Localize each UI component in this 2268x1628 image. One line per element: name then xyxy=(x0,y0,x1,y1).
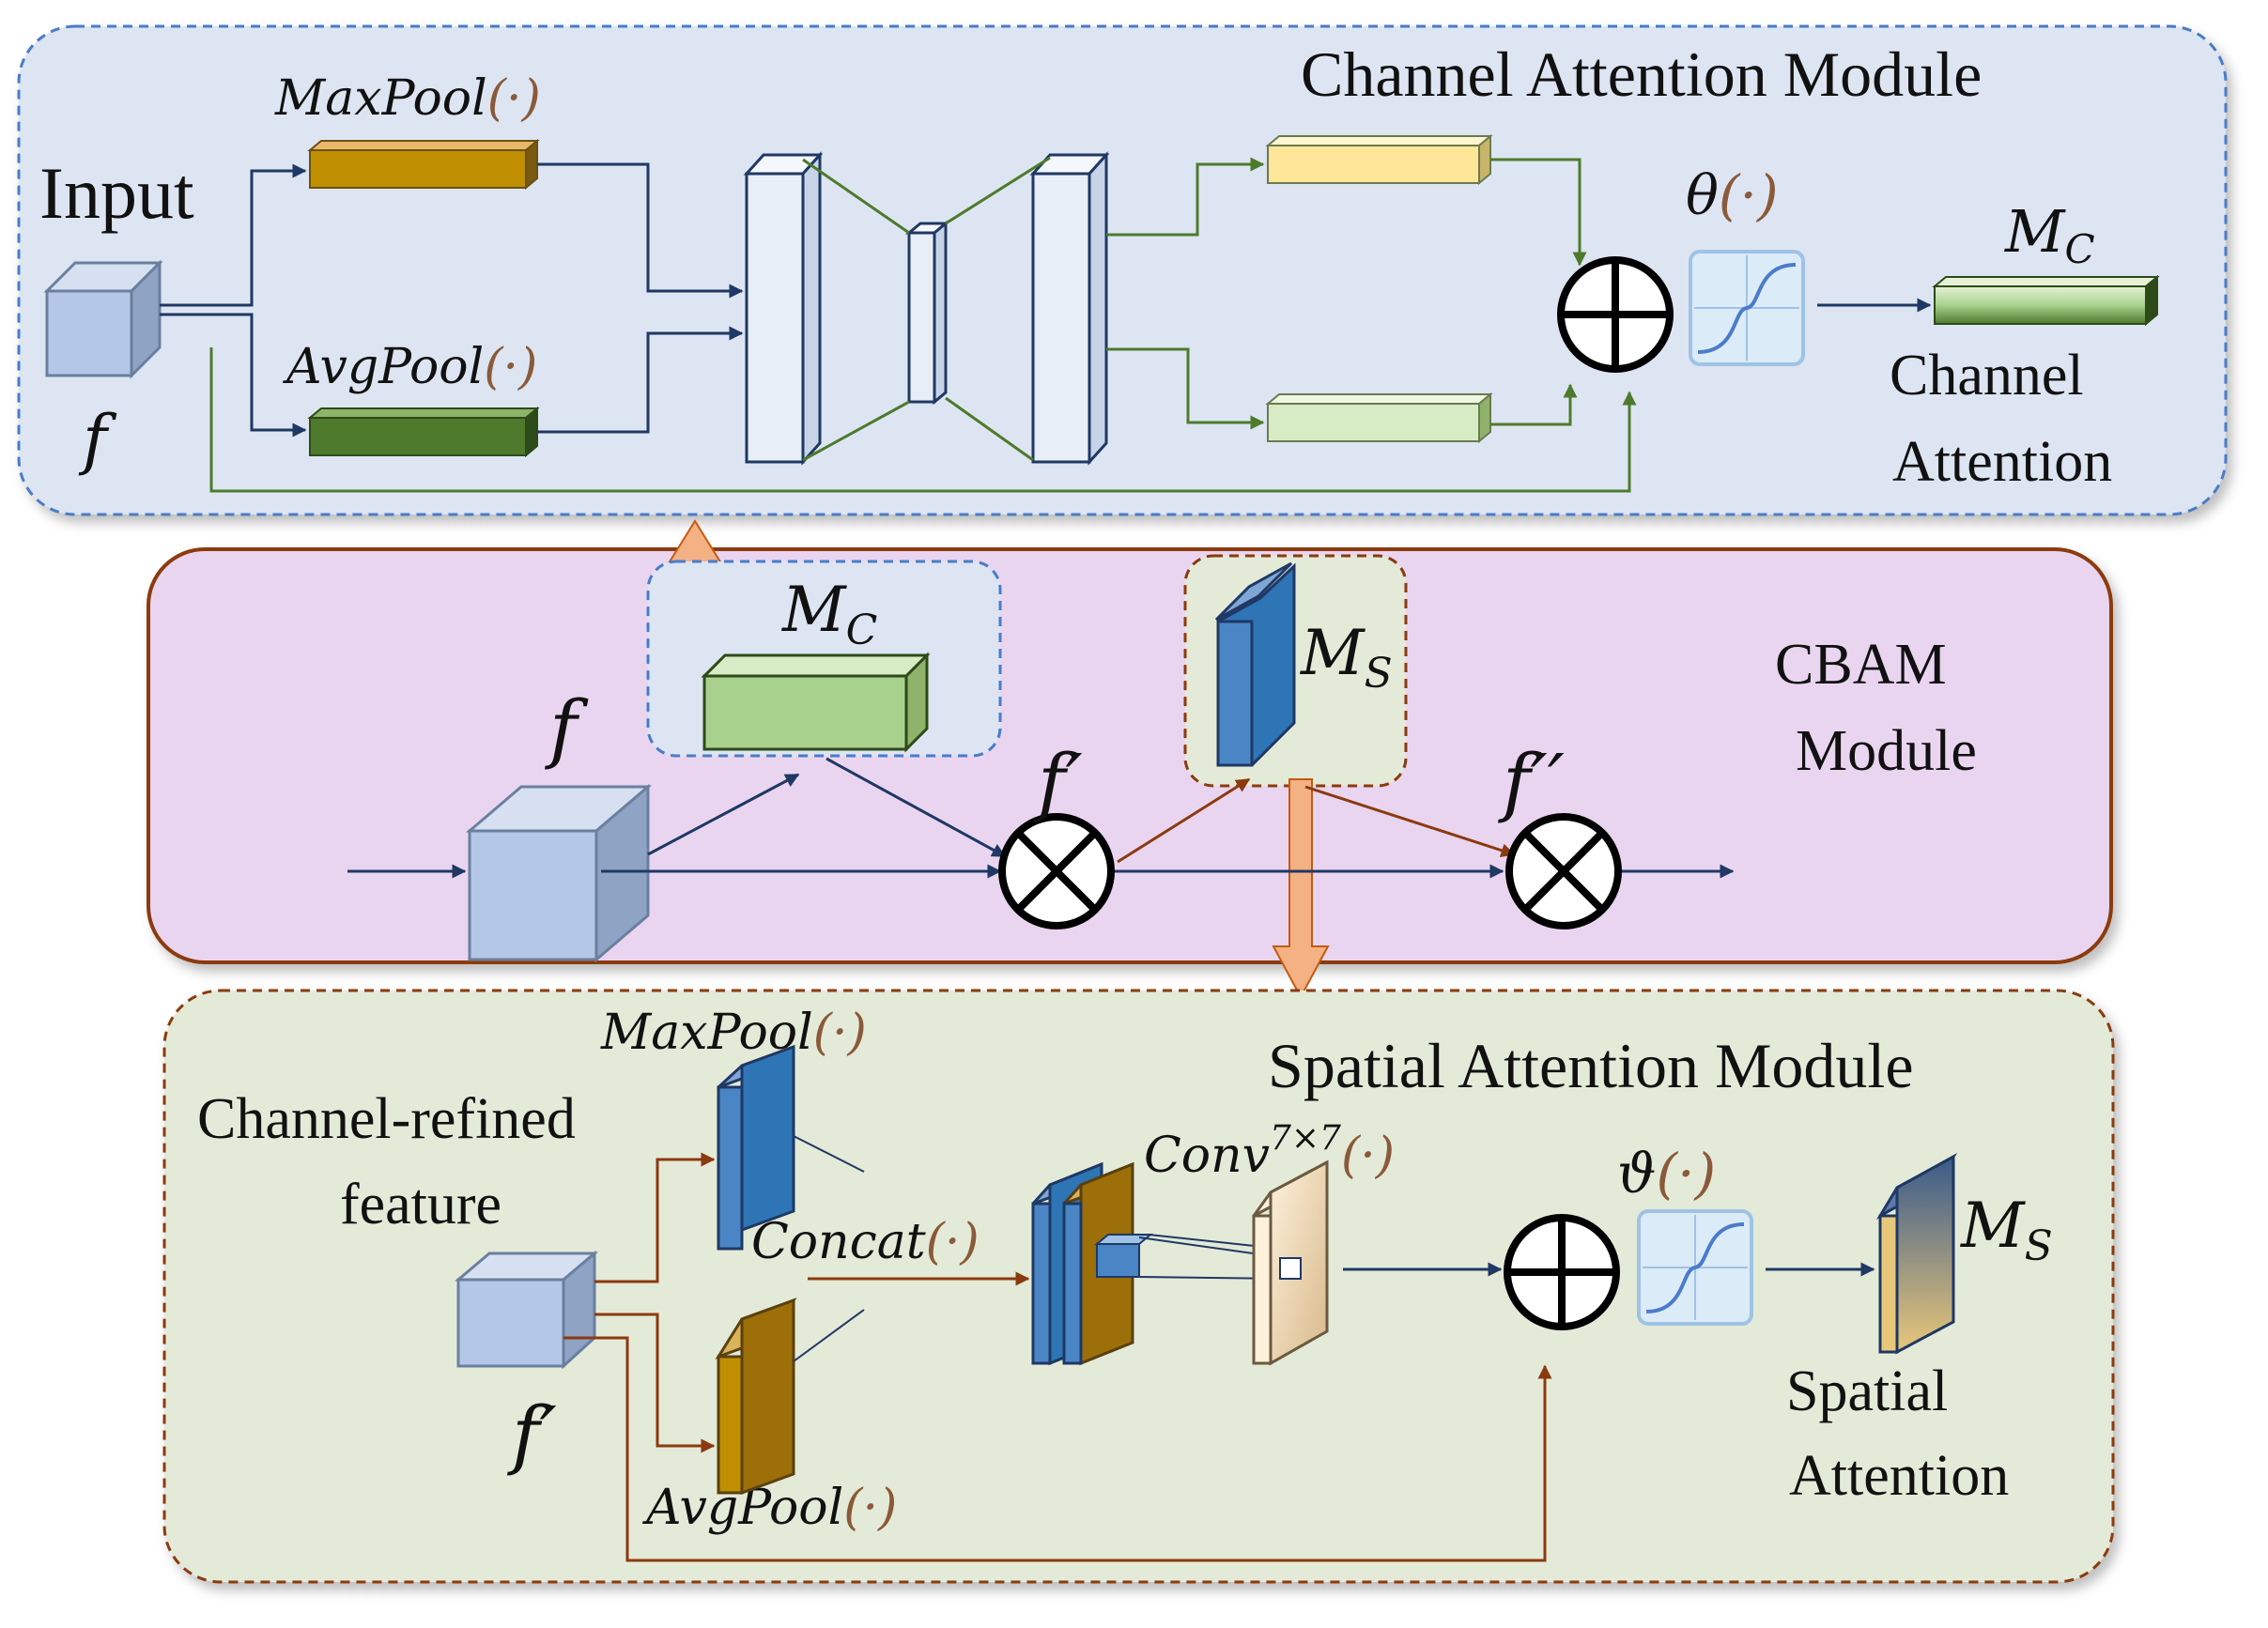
spatial-maxpool-label: MaxPool(·) xyxy=(600,1005,867,1061)
channel-sum-op xyxy=(1557,256,1674,373)
spatial-sigmoid-icon xyxy=(1637,1209,1753,1326)
cbam-ms-block xyxy=(1214,561,1296,767)
concat-feature-plates xyxy=(1031,1161,1299,1366)
cbam-mc-label: MC xyxy=(781,574,877,654)
input-label: Input xyxy=(39,152,194,234)
spatial-attention-module: Spatial Attention Module Channel-refined… xyxy=(162,989,2115,1584)
vartheta-label: ϑ(·) xyxy=(1617,1142,1716,1206)
cbam-f-cube xyxy=(465,783,653,963)
channel-module-title: Channel Attention Module xyxy=(1301,38,1982,110)
spatial-input-arrows xyxy=(563,1152,1552,1562)
avgpool-bar xyxy=(307,406,540,458)
conv-label: Conv7×7(·) xyxy=(1144,1119,1395,1184)
channel-output-label-1: Channel xyxy=(1890,344,2084,407)
spatial-input-cube xyxy=(454,1250,599,1370)
cbam-f-double-prime-label: f′′ xyxy=(1498,738,1565,825)
mc-output-bar xyxy=(1932,274,2160,327)
mlp-output-avg xyxy=(1265,392,1493,444)
ms-output-plate xyxy=(1875,1153,1958,1355)
channel-attention-module: Channel Attention Module Input f MaxPool… xyxy=(17,24,2228,516)
spatial-input-label-1: Channel-refined xyxy=(197,1087,576,1151)
cbam-main-arrows xyxy=(347,757,1735,879)
cbam-f-prime-label: f′ xyxy=(1033,738,1083,825)
cbam-title-2: Module xyxy=(1796,719,1977,783)
spatial-f-prime-label: f′ xyxy=(507,1390,557,1478)
cbam-module: MC MS CBAM Module f xyxy=(147,519,2113,1000)
maxpool-label: MaxPool(·) xyxy=(274,70,541,127)
input-feature-cube xyxy=(43,259,163,379)
maxpool-bar xyxy=(307,138,540,191)
sigmoid-icon xyxy=(1689,250,1805,366)
conv-output-plate xyxy=(1252,1160,1329,1366)
mlp-output-arrows xyxy=(209,157,1637,493)
channel-input-arrows xyxy=(160,162,744,438)
spatial-sum-op xyxy=(1504,1214,1620,1330)
pool-to-concat-lines xyxy=(793,1135,865,1362)
cbam-mc-block xyxy=(701,652,931,753)
cbam-title-1: CBAM xyxy=(1775,633,1947,697)
down-arrow-to-spatial-module xyxy=(1272,778,1330,1000)
spatial-ms-label: MS xyxy=(1960,1190,2053,1270)
spatial-avgpool-plate xyxy=(715,1298,797,1496)
avgpool-label: AvgPool(·) xyxy=(283,339,537,395)
spatial-input-label-2: feature xyxy=(340,1173,501,1236)
cbam-brown-arrows xyxy=(1117,777,1516,864)
cbam-ms-label: MS xyxy=(1300,617,1393,698)
mc-label: MC xyxy=(2004,197,2095,272)
spatial-maxpool-plate xyxy=(717,1044,795,1251)
cbam-multiply-op-2 xyxy=(1505,813,1622,929)
concat-label: Concat(·) xyxy=(751,1214,980,1270)
shared-mlp xyxy=(743,151,1110,466)
theta-label: θ(·) xyxy=(1686,163,1779,227)
spatial-module-title: Spatial Attention Module xyxy=(1268,1030,1914,1101)
channel-output-label-2: Attention xyxy=(1892,430,2112,494)
spatial-output-label-1: Spatial xyxy=(1786,1359,1948,1423)
mlp-output-max xyxy=(1265,133,1493,186)
cbam-multiply-op-1 xyxy=(998,813,1115,929)
spatial-avgpool-label: AvgPool(·) xyxy=(642,1480,897,1536)
spatial-output-label-2: Attention xyxy=(1789,1444,2009,1508)
